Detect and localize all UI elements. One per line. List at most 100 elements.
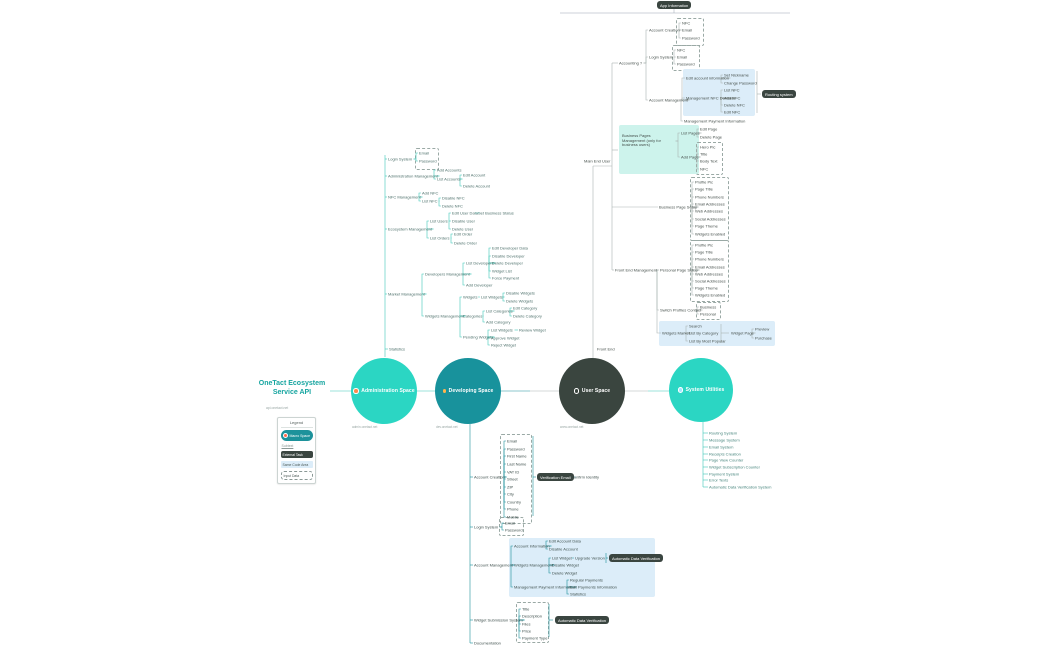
pill-verification-email[interactable]: Verification Email (537, 473, 574, 481)
node-widget-subscription-counter[interactable]: Widget Subscription Counter (709, 464, 760, 470)
space-circle-system-utilities[interactable]: System Utilities (669, 358, 733, 422)
node-list-pages[interactable]: List Pages (681, 130, 700, 136)
node-administration-management[interactable]: Administration Management (388, 173, 438, 179)
node-edit-account[interactable]: Edit Account (463, 172, 486, 178)
node-account-management[interactable]: Account Management (474, 562, 513, 568)
node-first-name[interactable]: First Name (507, 453, 527, 459)
node-phone-numbers[interactable]: Phone Numbers (695, 256, 724, 262)
node-delete-nfc[interactable]: Delete NFC (724, 102, 745, 108)
pill-automatic-data-verification[interactable]: Automatic Data Verification (609, 554, 664, 562)
node-description[interactable]: Description (522, 613, 543, 619)
node-phone-numbers[interactable]: Phone Numbers (695, 194, 724, 200)
node-add-nfc[interactable]: Add NFC (724, 95, 741, 101)
node-account-management[interactable]: Account Management (649, 97, 688, 103)
node-account-creation[interactable]: Account Creation (474, 474, 505, 480)
pill-app-information[interactable]: App Information (657, 1, 692, 9)
node-email[interactable]: Email (507, 438, 518, 444)
node-zip[interactable]: ZIP (507, 484, 514, 490)
node-price[interactable]: Price (522, 628, 532, 634)
node-login-system[interactable]: Login System (649, 54, 674, 60)
node-email-addresses[interactable]: Email Addresses (695, 264, 725, 270)
node-password[interactable]: Password (505, 527, 523, 533)
node-files[interactable]: Files (522, 621, 531, 627)
node-disable-account[interactable]: Disable Account (549, 546, 578, 552)
node-login-system[interactable]: Login System (474, 524, 499, 530)
node-management-nfc-devices[interactable]: Management NFC Devices (686, 95, 735, 101)
node-documentation[interactable]: Documentation (474, 640, 501, 646)
node-email[interactable]: Email (677, 54, 688, 60)
node-widgets-enabled[interactable]: Widgets Enabled (695, 231, 726, 237)
node-account-information[interactable]: Account Information (514, 543, 550, 549)
node-title[interactable]: Title (700, 151, 708, 157)
node-edit-user-data[interactable]: Edit User Data (452, 210, 479, 216)
node-switch-profiles-contact[interactable]: Switch Profiles Contact (660, 307, 702, 313)
node-list-by-category[interactable]: List By Category (689, 330, 719, 336)
node-widget-page[interactable]: Widget Page (731, 330, 754, 336)
node-city[interactable]: City (507, 491, 514, 497)
node-email-system[interactable]: Email System (709, 444, 734, 450)
node-phone[interactable]: Phone (507, 506, 519, 512)
node-disable-developer[interactable]: Disable Developer (492, 253, 525, 259)
node-management-payment-information[interactable]: Management Payment Information (514, 584, 576, 590)
node-front-end[interactable]: Front End (597, 346, 615, 352)
node-password[interactable]: Password (419, 158, 437, 164)
node-password[interactable]: Password (507, 446, 525, 452)
node-mobile[interactable]: Mobile (507, 514, 519, 520)
node-delete-account[interactable]: Delete Account (463, 183, 490, 189)
node-reject-widget[interactable]: Reject Widget (491, 342, 516, 348)
node-business-pages-management-only-for-business-users[interactable]: Business Pages Management (only for busi… (622, 133, 661, 148)
node-edit-account-information[interactable]: Edit account information (686, 75, 729, 81)
node-social-addresses[interactable]: Social Addresses (695, 216, 726, 222)
node-delete-developer[interactable]: Delete Developer (492, 260, 523, 266)
node-profile-pic[interactable]: Profile Pic (695, 242, 714, 248)
node-personal-page-setup[interactable]: Personal Page Setup (660, 267, 698, 273)
node-categories[interactable]: Categories (463, 313, 483, 319)
node-page-theme[interactable]: Page Theme (695, 285, 718, 291)
node-receipts-creation[interactable]: Receipts Creation (709, 451, 741, 457)
node-web-addresses[interactable]: Web Addresses (695, 271, 723, 277)
node-delete-user[interactable]: Delete User (452, 226, 474, 232)
node-confirm-identity[interactable]: Confirm Identity (571, 474, 600, 480)
node-edit-developer-data[interactable]: Edit Developer Data (492, 245, 528, 251)
node-set-business-status[interactable]: Set Business Status (478, 210, 514, 216)
node-list-orders[interactable]: List Orders (430, 235, 450, 241)
node-delete-nfc[interactable]: Delete NFC (442, 203, 463, 209)
node-list-nfc[interactable]: List NFC (422, 198, 438, 204)
node-delete-widget[interactable]: Delete Widget (552, 570, 578, 576)
node-list-nfc[interactable]: List NFC (724, 87, 740, 93)
node-hero-pic[interactable]: Hero Pic (700, 144, 716, 150)
node-page-title[interactable]: Page Title (695, 249, 713, 255)
space-circle-developing-space[interactable]: Developing Space (435, 358, 501, 424)
node-page-view-counter[interactable]: Page View Counter (709, 457, 744, 463)
node-email[interactable]: Email (419, 150, 430, 156)
node-edit-category[interactable]: Edit Category (513, 305, 538, 311)
node-widget-submission-system[interactable]: Widget Submission System (474, 617, 523, 623)
node-automatic-data-verification-system[interactable]: Automatic Data Verification System (709, 484, 772, 490)
node-change-password[interactable]: Change Password (724, 80, 757, 86)
node-body-text[interactable]: Body Text (700, 158, 718, 164)
node-delete-category[interactable]: Delete Category (513, 313, 542, 319)
node-list-categories[interactable]: List Categories (486, 308, 513, 314)
node-pending-widgets[interactable]: Pending Widgets (463, 334, 494, 340)
node-widgets-enabled[interactable]: Widgets Enabled (695, 292, 726, 298)
node-preview[interactable]: Preview (755, 326, 770, 332)
node-error-texts[interactable]: Error Texts (709, 477, 729, 483)
node-search[interactable]: Search (689, 323, 702, 329)
node-disable-user[interactable]: Disable User (452, 218, 475, 224)
node-purchase[interactable]: Purchase (755, 335, 772, 341)
node-review-widget[interactable]: Review Widget (519, 327, 546, 333)
node-vat-id[interactable]: VAT ID (507, 469, 520, 475)
node-password[interactable]: Password (677, 61, 695, 67)
node-set-nickname[interactable]: Set Nickname (724, 72, 749, 78)
node-web-addresses[interactable]: Web Addresses (695, 208, 723, 214)
node-list-widget[interactable]: List Widget (552, 555, 572, 561)
node-edit-order[interactable]: Edit Order (454, 231, 473, 237)
node-business-page-setup[interactable]: Business Page Setup (659, 204, 698, 210)
pill-routing-system[interactable]: Routing system (762, 90, 796, 98)
node-message-system[interactable]: Message System (709, 437, 740, 443)
node-password[interactable]: Password (682, 35, 700, 41)
node-nfc[interactable]: NFC (677, 47, 686, 53)
space-circle-user-space[interactable]: User Space (559, 358, 625, 424)
node-nfc[interactable]: NFC (682, 20, 691, 26)
node-email[interactable]: Email (505, 520, 516, 526)
